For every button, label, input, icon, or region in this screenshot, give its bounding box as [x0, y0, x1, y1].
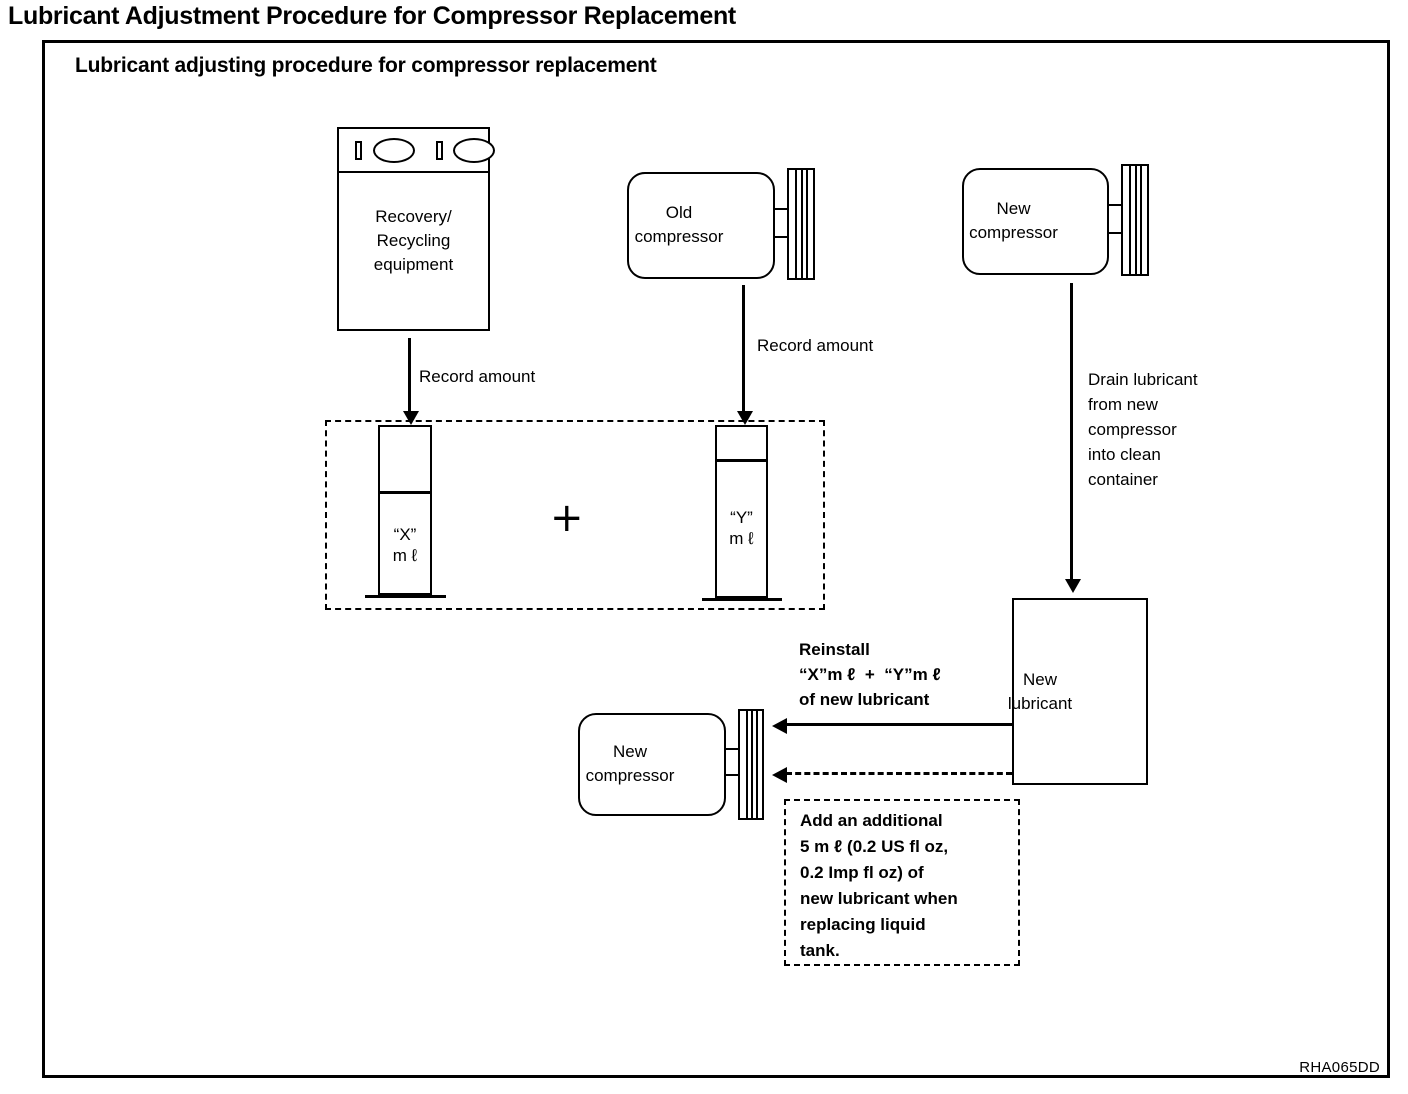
new-compressor-top-label: New compressor: [969, 199, 1058, 242]
record-amount-left-label: Record amount: [419, 367, 536, 386]
new-lubricant-container: New lubricant: [1008, 598, 1148, 785]
new-compressor-top-pulley: [1121, 164, 1149, 276]
new-compressor-top-neck-upper: [1109, 204, 1123, 206]
new-compressor-bottom-neck-lower: [726, 774, 740, 776]
equipment-switch-2: [436, 141, 443, 160]
record-amount-right-label: Record amount: [757, 336, 874, 355]
plus-operator: +: [550, 495, 584, 541]
arrow-reinstall-dashed: [772, 767, 1012, 783]
equipment-switch-1: [355, 141, 362, 160]
cylinder-y-label: “Y” m ℓ: [729, 508, 754, 548]
recovery-equipment-label: Recovery/ Recycling equipment: [373, 207, 454, 274]
diagram-subtitle: Lubricant adjusting procedure for compre…: [75, 54, 657, 77]
old-compressor: Old compressor: [627, 172, 775, 279]
arrow-new-compressor-to-lubricant-container: [1065, 283, 1081, 593]
recovery-recycling-equipment: Recovery/ Recycling equipment: [337, 127, 495, 331]
new-compressor-top-neck-lower: [1109, 232, 1123, 234]
new-lubricant-label: New lubricant: [1007, 670, 1073, 713]
equipment-dial-2: [453, 138, 495, 163]
additional-lubricant-note: [784, 799, 1020, 966]
cylinder-x-label: “X” m ℓ: [392, 525, 418, 565]
old-compressor-neck-lower: [775, 236, 789, 238]
arrow-reinstall-solid: [772, 718, 1012, 734]
cylinder-y-base: [702, 598, 782, 601]
equipment-dial-1: [373, 138, 415, 163]
page-title: Lubricant Adjustment Procedure for Compr…: [8, 2, 736, 30]
diagram-frame: [42, 40, 1390, 1078]
drain-lubricant-label: Drain lubricant from new compressor into…: [1088, 370, 1198, 489]
cylinder-y: “Y” m ℓ: [715, 425, 768, 598]
new-compressor-bottom: New compressor: [578, 713, 726, 816]
equipment-panel-divider: [339, 171, 488, 173]
old-compressor-neck-upper: [775, 208, 789, 210]
cylinder-x-fill-line: [378, 491, 432, 494]
new-compressor-top: New compressor: [962, 168, 1109, 275]
reinstall-label: Reinstall “X”m ℓ + “Y”m ℓ of new lubrica…: [799, 640, 941, 709]
arrow-old-compressor-to-cylinder-y: [737, 285, 753, 425]
new-compressor-bottom-neck-upper: [726, 748, 740, 750]
additional-lubricant-note-text: Add an additional 5 m ℓ (0.2 US fl oz, 0…: [800, 811, 958, 960]
arrow-recovery-to-cylinder-x: [403, 338, 419, 425]
old-compressor-pulley: [787, 168, 815, 280]
cylinder-y-fill-line: [715, 459, 768, 462]
new-compressor-bottom-label: New compressor: [585, 742, 675, 785]
old-compressor-label: Old compressor: [634, 203, 724, 246]
recorded-amounts-group: [325, 420, 825, 610]
cylinder-x-base: [365, 595, 446, 598]
cylinder-x: “X” m ℓ: [378, 425, 432, 595]
new-compressor-bottom-pulley: [738, 709, 764, 820]
reference-code: RHA065DD: [1299, 1059, 1380, 1076]
